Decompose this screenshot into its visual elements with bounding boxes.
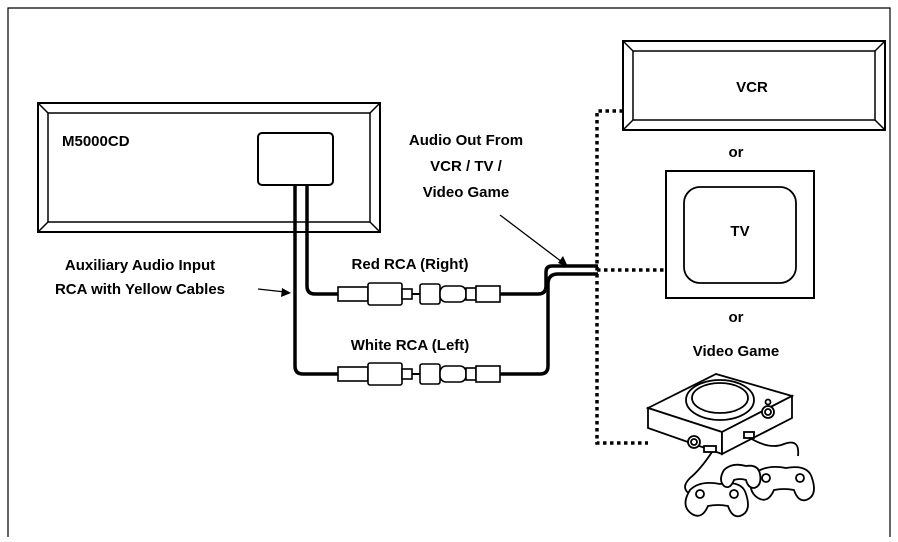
yellow-cables: [293, 185, 338, 376]
tv-device: TV: [665, 170, 815, 299]
red-rca-connector: [337, 282, 501, 306]
tv-label: TV: [730, 223, 749, 240]
aux-input-label-line1: Auxiliary Audio Input: [65, 257, 215, 274]
m5000cd-unit: M5000CD: [37, 102, 381, 233]
white-rca-connector: [337, 362, 501, 386]
unit-label: M5000CD: [62, 133, 130, 150]
red-rca-label: Red RCA (Right): [352, 256, 469, 273]
output-cables: [500, 264, 598, 376]
vcr-label: VCR: [736, 79, 768, 96]
vcr-device: VCR: [622, 40, 886, 131]
video-game-console-icon: [645, 373, 815, 518]
page-frame: [7, 7, 891, 537]
audio-out-label-line2: VCR / TV /: [430, 158, 503, 175]
source-dotted-lines: [595, 109, 666, 445]
aux-input-label-line2: RCA with Yellow Cables: [55, 281, 225, 298]
or-label-1: or: [729, 144, 744, 161]
video-game-label: Video Game: [693, 343, 779, 360]
audio-out-label-line3: Video Game: [423, 184, 509, 201]
aux-input-arrow: [257, 288, 291, 297]
aux-jack-panel: [257, 132, 334, 186]
or-label-2: or: [729, 309, 744, 326]
audio-out-arrow: [499, 214, 568, 267]
white-rca-label: White RCA (Left): [351, 337, 470, 354]
audio-out-label-line1: Audio Out From: [409, 132, 523, 149]
